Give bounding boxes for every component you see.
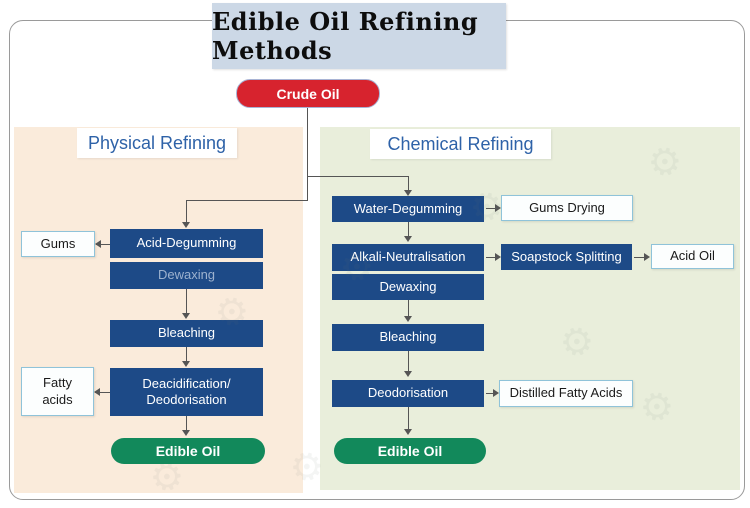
arrowhead-distilled bbox=[493, 389, 499, 397]
connector-dewax-bleach-chem bbox=[408, 300, 409, 317]
node-physical-bleaching: Bleaching bbox=[110, 320, 263, 347]
arrowhead-soapstock bbox=[495, 253, 501, 261]
connector-bleach-deacid bbox=[186, 347, 187, 362]
diagram-title: Edible Oil Refining Methods bbox=[212, 7, 479, 65]
connector-dewax-bleach bbox=[186, 289, 187, 314]
physical-refining-panel bbox=[14, 127, 303, 493]
node-fatty-acids-line2: acids bbox=[42, 391, 73, 407]
connector-acid-oil bbox=[634, 257, 645, 258]
node-acid-degumming-label: Acid-Degumming bbox=[136, 235, 237, 251]
node-gums-drying: Gums Drying bbox=[501, 195, 633, 221]
node-physical-edible-oil-label: Edible Oil bbox=[155, 443, 221, 459]
connector-gums bbox=[96, 244, 110, 245]
node-soapstock-splitting-label: Soapstock Splitting bbox=[511, 248, 622, 264]
crude-oil-label: Crude Oil bbox=[276, 85, 340, 102]
node-alkali-neutralisation: Alkali-Neutralisation bbox=[332, 244, 484, 271]
arrowhead-acid-degumming bbox=[182, 222, 190, 228]
node-fatty-acids: Fatty acids bbox=[21, 367, 94, 416]
connector-water-alkali bbox=[408, 222, 409, 237]
node-chemical-edible-oil: Edible Oil bbox=[334, 438, 486, 464]
node-gums-drying-label: Gums Drying bbox=[529, 199, 605, 215]
connector-to-physical-drop bbox=[186, 200, 187, 223]
connector-to-chemical-drop bbox=[408, 176, 409, 191]
arrowhead-deodorisation bbox=[404, 371, 412, 377]
node-gums-label: Gums bbox=[40, 235, 76, 251]
arrowhead-acid-oil bbox=[644, 253, 650, 261]
connector-deodor-oil bbox=[408, 407, 409, 430]
arrowhead-water-degumming bbox=[404, 190, 412, 196]
node-deacidification-line1: Deacidification/ bbox=[142, 375, 231, 391]
node-acid-degumming: Acid-Degumming bbox=[110, 229, 263, 258]
arrowhead-chemical-edible-oil bbox=[404, 429, 412, 435]
node-chemical-bleaching-label: Bleaching bbox=[379, 329, 437, 345]
node-deacidification-deodorisation: Deacidification/ Deodorisation bbox=[110, 368, 263, 416]
node-acid-oil-label: Acid Oil bbox=[670, 248, 715, 264]
connector-bleach-deodor bbox=[408, 351, 409, 372]
connector-crude-stem bbox=[307, 107, 308, 200]
connector-to-chemical bbox=[307, 176, 408, 177]
arrowhead-fatty-acids bbox=[94, 388, 100, 396]
diagram-title-box: Edible Oil Refining Methods bbox=[212, 3, 506, 69]
node-soapstock-splitting: Soapstock Splitting bbox=[501, 244, 632, 270]
node-chemical-bleaching: Bleaching bbox=[332, 324, 484, 351]
node-physical-dewaxing-label: Dewaxing bbox=[157, 267, 216, 283]
node-physical-bleaching-label: Bleaching bbox=[157, 325, 216, 341]
arrowhead-chemical-bleaching bbox=[404, 316, 412, 322]
arrowhead-gums bbox=[95, 240, 101, 248]
node-distilled-fatty-acids: Distilled Fatty Acids bbox=[499, 380, 633, 407]
chemical-refining-heading-label: Chemical Refining bbox=[387, 133, 534, 154]
connector-to-physical bbox=[186, 200, 308, 201]
physical-refining-heading-label: Physical Refining bbox=[87, 132, 227, 153]
arrowhead-gums-drying bbox=[495, 204, 501, 212]
connector-fatty-acids bbox=[95, 392, 110, 393]
node-gums: Gums bbox=[21, 231, 95, 257]
chemical-refining-heading: Chemical Refining bbox=[370, 129, 551, 159]
node-water-degumming: Water-Degumming bbox=[332, 196, 484, 222]
chemical-refining-panel bbox=[320, 127, 740, 490]
node-chemical-edible-oil-label: Edible Oil bbox=[377, 443, 443, 459]
connector-gums-drying bbox=[486, 208, 496, 209]
node-acid-oil: Acid Oil bbox=[651, 244, 734, 269]
node-alkali-neutralisation-label: Alkali-Neutralisation bbox=[350, 249, 466, 265]
node-fatty-acids-line1: Fatty bbox=[43, 374, 72, 390]
physical-refining-heading: Physical Refining bbox=[77, 128, 237, 158]
connector-soapstock bbox=[486, 257, 496, 258]
node-physical-dewaxing: Dewaxing bbox=[110, 262, 263, 289]
arrowhead-physical-edible-oil bbox=[182, 430, 190, 436]
node-deacidification-line2: Deodorisation bbox=[146, 392, 227, 407]
node-chemical-dewaxing: Dewaxing bbox=[332, 274, 484, 300]
node-deodorisation: Deodorisation bbox=[332, 380, 484, 407]
node-deodorisation-label: Deodorisation bbox=[367, 385, 449, 401]
arrowhead-alkali bbox=[404, 236, 412, 242]
arrowhead-deacidification bbox=[182, 361, 190, 367]
connector-distilled bbox=[486, 393, 494, 394]
node-physical-edible-oil: Edible Oil bbox=[111, 438, 265, 464]
connector-deacid-oil bbox=[186, 416, 187, 431]
crude-oil-node: Crude Oil bbox=[236, 79, 380, 108]
node-chemical-dewaxing-label: Dewaxing bbox=[379, 278, 437, 294]
node-distilled-fatty-acids-label: Distilled Fatty Acids bbox=[509, 385, 623, 401]
node-water-degumming-label: Water-Degumming bbox=[353, 200, 463, 216]
arrowhead-physical-bleaching bbox=[182, 313, 190, 319]
